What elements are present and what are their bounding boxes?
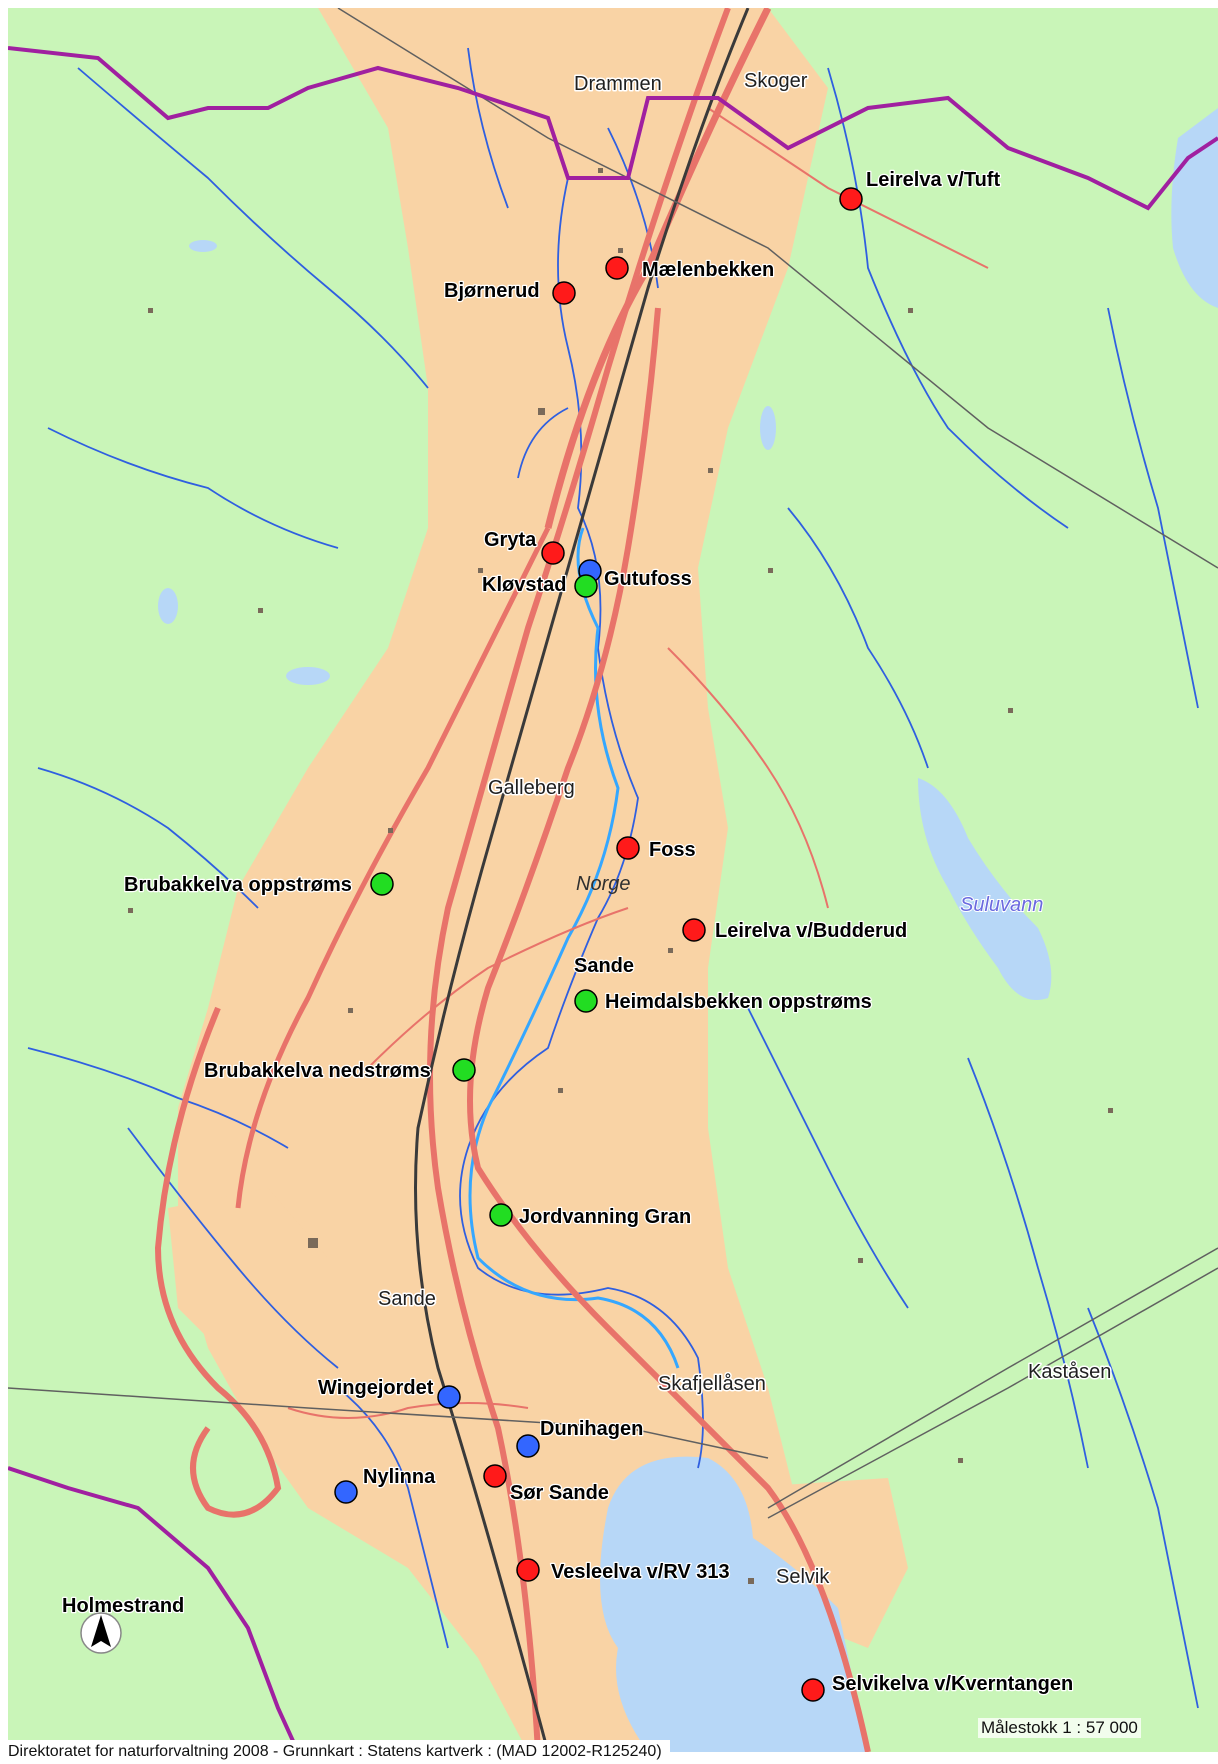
svg-text:Sør Sande: Sør Sande bbox=[510, 1482, 609, 1504]
site-brubakkelva-oppstroms[interactable]: Brubakkelva oppstrøms bbox=[123, 872, 394, 897]
place-label-selvik: Selvik bbox=[776, 1566, 830, 1588]
road-network bbox=[154, 8, 989, 1752]
site-nylinna[interactable]: Nylinna bbox=[334, 1465, 437, 1504]
svg-text:Brubakkelva oppstrøms: Brubakkelva oppstrøms bbox=[124, 874, 352, 896]
site-foss[interactable]: Foss bbox=[616, 836, 697, 862]
settlement-area bbox=[178, 8, 848, 1752]
place-label-norge: Norge bbox=[576, 873, 630, 895]
sandebukta-fjord bbox=[600, 1456, 868, 1752]
site-klovstad[interactable]: Kløvstad bbox=[481, 559, 602, 597]
map-canvas[interactable]: Drammen Skoger Galleberg Norge Suluvann … bbox=[8, 8, 1218, 1752]
place-label-drammen: Drammen bbox=[574, 73, 662, 95]
map-credit: Direktoratet for naturforvaltning 2008 -… bbox=[0, 1740, 670, 1764]
site-maelenbekken[interactable]: Mælenbekken bbox=[605, 256, 776, 282]
map-scale: Målestokk 1 : 57 000 bbox=[978, 1718, 1141, 1738]
svg-text:Selvikelva v/Kverntangen: Selvikelva v/Kverntangen bbox=[832, 1673, 1073, 1695]
site-gryta[interactable]: Gryta bbox=[483, 528, 565, 565]
site-heimdalsbekken-oppstroms[interactable]: Heimdalsbekken oppstrøms bbox=[574, 989, 873, 1014]
north-arrow-icon bbox=[80, 1612, 122, 1654]
place-label-galleberg: Galleberg bbox=[488, 777, 575, 799]
site-brubakkelva-nedstroms[interactable]: Brubakkelva nedstrøms bbox=[203, 1058, 476, 1083]
svg-text:Foss: Foss bbox=[649, 839, 696, 861]
svg-text:Brubakkelva nedstrøms: Brubakkelva nedstrøms bbox=[204, 1060, 431, 1082]
site-markers[interactable]: Leirelva v/Tuft Mælenbekken Bjørnerud Gr… bbox=[123, 168, 1074, 1702]
site-dunihagen[interactable]: Dunihagen bbox=[516, 1417, 645, 1458]
place-label-holmestrand: Holmestrand bbox=[62, 1595, 184, 1617]
site-leirelva-tuft[interactable]: Leirelva v/Tuft bbox=[839, 168, 1002, 211]
place-label-suluvann: Suluvann bbox=[960, 894, 1043, 916]
small-lake-4 bbox=[760, 406, 776, 450]
svg-text:Gutufoss: Gutufoss bbox=[604, 568, 692, 590]
lake-northeast bbox=[1171, 108, 1218, 308]
county-border bbox=[8, 46, 1218, 1752]
suluvann-lake bbox=[918, 778, 1052, 1000]
svg-text:Leirelva v/Tuft: Leirelva v/Tuft bbox=[866, 169, 1000, 191]
site-gutufoss[interactable]: Gutufoss bbox=[574, 567, 693, 598]
svg-text:Vesleelva v/RV 313: Vesleelva v/RV 313 bbox=[551, 1561, 730, 1583]
svg-text:Wingejordet: Wingejordet bbox=[318, 1377, 434, 1399]
small-lake-3 bbox=[158, 588, 178, 624]
svg-text:Heimdalsbekken oppstrøms: Heimdalsbekken oppstrøms bbox=[605, 991, 872, 1013]
place-label-skafjellasen: Skafjellåsen bbox=[658, 1373, 766, 1395]
place-label-kastasen: Kaståsen bbox=[1028, 1361, 1111, 1383]
buildings bbox=[128, 168, 1113, 1584]
svg-text:Kløvstad: Kløvstad bbox=[482, 574, 566, 596]
svg-text:Mælenbekken: Mælenbekken bbox=[642, 259, 774, 281]
river-sandeelva bbox=[468, 527, 680, 1369]
place-label-skoger: Skoger bbox=[744, 70, 808, 92]
site-bjornerud[interactable]: Bjørnerud bbox=[443, 279, 576, 305]
site-selvikelva-kverntangen[interactable]: Selvikelva v/Kverntangen bbox=[801, 1672, 1074, 1702]
svg-text:Nylinna: Nylinna bbox=[363, 1466, 436, 1488]
place-label-sande-north: Sande bbox=[574, 955, 634, 977]
site-jordvanning-gran[interactable]: Jordvanning Gran bbox=[489, 1203, 693, 1229]
svg-text:Dunihagen: Dunihagen bbox=[540, 1418, 643, 1440]
place-label-sande-town: Sande bbox=[378, 1288, 436, 1310]
site-sor-sande[interactable]: Sør Sande bbox=[483, 1464, 610, 1505]
small-lake-2 bbox=[189, 240, 217, 252]
svg-text:Bjørnerud: Bjørnerud bbox=[444, 280, 540, 302]
small-lake-1 bbox=[286, 667, 330, 685]
svg-text:Leirelva v/Budderud: Leirelva v/Budderud bbox=[715, 920, 907, 942]
svg-text:Jordvanning Gran: Jordvanning Gran bbox=[519, 1206, 691, 1228]
site-vesleelva-rv313[interactable]: Vesleelva v/RV 313 bbox=[516, 1558, 731, 1584]
svg-text:Gryta: Gryta bbox=[484, 529, 537, 551]
site-leirelva-budderud[interactable]: Leirelva v/Budderud bbox=[682, 918, 909, 943]
site-wingejordet[interactable]: Wingejordet bbox=[317, 1376, 461, 1409]
